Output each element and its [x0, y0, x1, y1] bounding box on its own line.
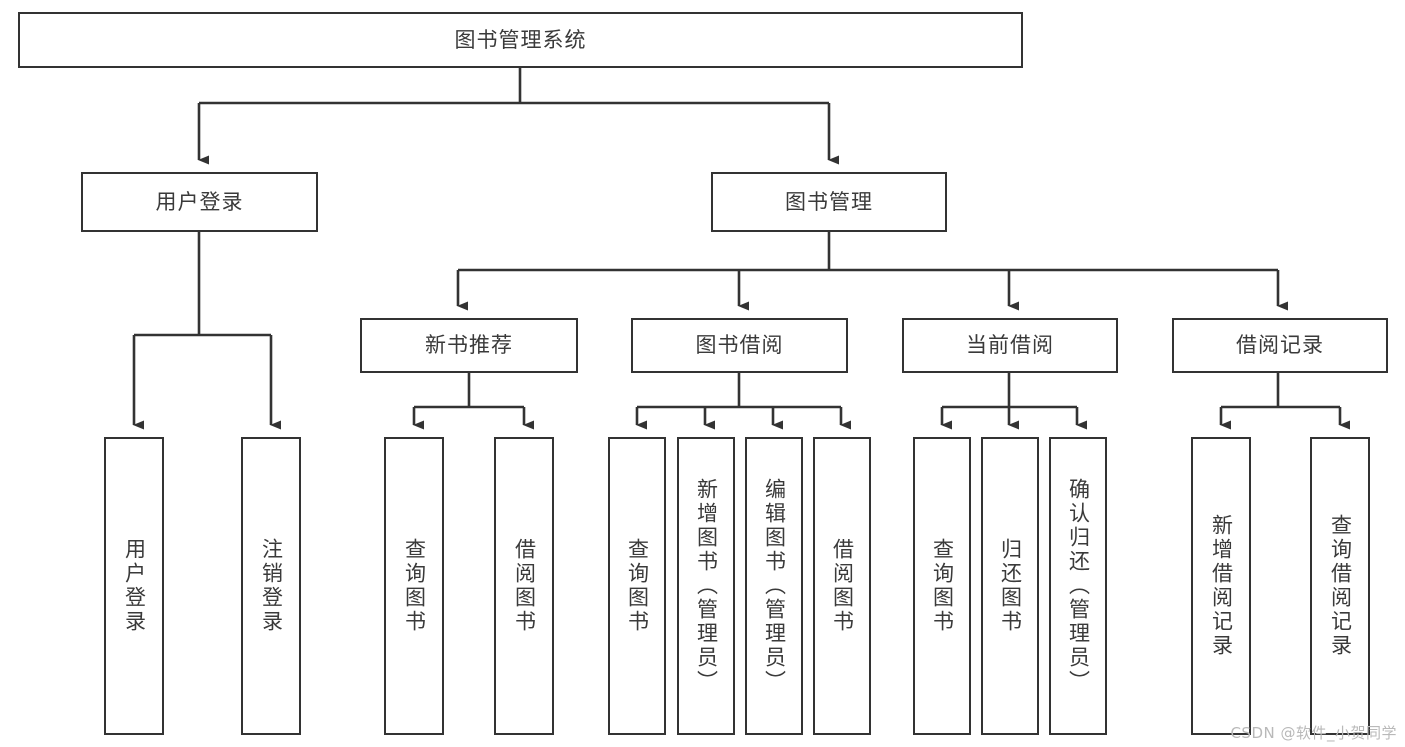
node-label: 编辑图书（管理员）: [762, 478, 787, 694]
leaf-borrow-add-book[interactable]: 新增图书（管理员）: [677, 437, 735, 735]
leaf-current-return-book[interactable]: 归还图书: [981, 437, 1039, 735]
node-borrow-record[interactable]: 借阅记录: [1172, 318, 1388, 373]
node-label: 图书借阅: [695, 333, 784, 358]
node-label: 图书管理系统: [454, 27, 587, 52]
leaf-borrow-edit-book[interactable]: 编辑图书（管理员）: [745, 437, 803, 735]
node-label: 查询图书: [402, 538, 427, 634]
node-label: 查询图书: [625, 538, 650, 634]
leaf-record-query-record[interactable]: 查询借阅记录: [1310, 437, 1370, 735]
node-label: 用户登录: [155, 189, 244, 214]
node-current-borrow[interactable]: 当前借阅: [902, 318, 1118, 373]
leaf-user-login-login[interactable]: 用户登录: [104, 437, 164, 735]
node-book-management[interactable]: 图书管理: [711, 172, 947, 232]
node-new-book-recommend[interactable]: 新书推荐: [360, 318, 578, 373]
node-root-system[interactable]: 图书管理系统: [18, 12, 1023, 68]
leaf-record-add-record[interactable]: 新增借阅记录: [1191, 437, 1251, 735]
node-label: 用户登录: [122, 538, 147, 634]
leaf-recommend-borrow-book[interactable]: 借阅图书: [494, 437, 554, 735]
node-book-borrow[interactable]: 图书借阅: [631, 318, 848, 373]
node-label: 确认归还（管理员）: [1066, 478, 1091, 694]
node-user-login[interactable]: 用户登录: [81, 172, 318, 232]
node-label: 新增借阅记录: [1209, 514, 1234, 658]
leaf-borrow-borrow-book[interactable]: 借阅图书: [813, 437, 871, 735]
leaf-user-login-logout[interactable]: 注销登录: [241, 437, 301, 735]
node-label: 当前借阅: [966, 333, 1054, 358]
node-label: 新书推荐: [425, 333, 513, 358]
node-label: 注销登录: [259, 538, 284, 634]
node-label: 借阅图书: [512, 538, 537, 634]
node-label: 借阅图书: [830, 538, 855, 634]
watermark-text: CSDN @软件_小贺同学: [1230, 724, 1397, 742]
node-label: 查询图书: [930, 538, 955, 634]
leaf-borrow-query-book[interactable]: 查询图书: [608, 437, 666, 735]
leaf-current-query-book[interactable]: 查询图书: [913, 437, 971, 735]
leaf-recommend-query-book[interactable]: 查询图书: [384, 437, 444, 735]
leaf-current-confirm-return[interactable]: 确认归还（管理员）: [1049, 437, 1107, 735]
node-label: 图书管理: [785, 189, 873, 214]
node-label: 借阅记录: [1236, 333, 1324, 358]
node-label: 查询借阅记录: [1328, 514, 1353, 658]
node-label: 新增图书（管理员）: [694, 478, 719, 694]
node-label: 归还图书: [998, 538, 1023, 634]
